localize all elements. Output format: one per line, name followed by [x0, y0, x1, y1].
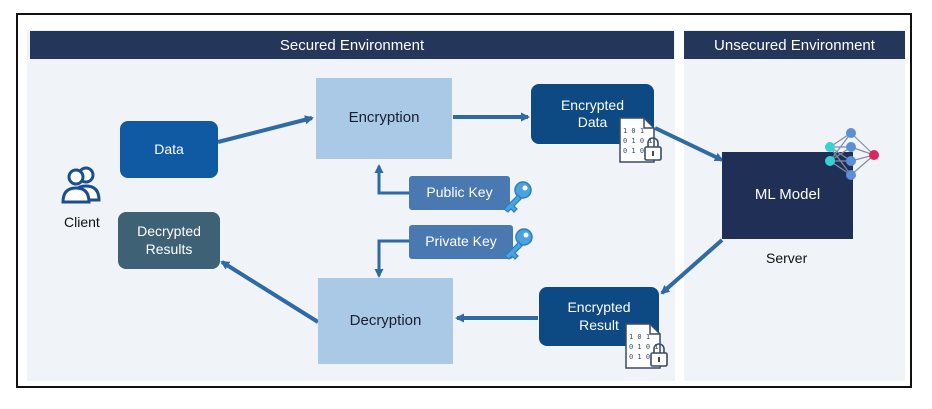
binary-row3: 0 1 0 1: [623, 147, 653, 155]
encrypted-result-line1: Encrypted: [567, 299, 631, 315]
decrypted-line1: Decrypted: [137, 223, 201, 239]
arrow-decryption-to-decrypted: [220, 260, 320, 324]
encryption-label: Encryption: [348, 109, 420, 127]
binary-row2: 0 1 0 1: [623, 137, 653, 145]
key-icon: [503, 181, 532, 213]
client-label: Client: [64, 214, 100, 230]
data-node: Data: [120, 121, 218, 178]
secured-environment-title: Secured Environment: [279, 36, 425, 54]
decryption-node: Decryption: [318, 278, 453, 364]
private-key-label: Private Key: [425, 233, 497, 250]
encrypted-data-line2: Data: [577, 114, 608, 130]
document-lock-icon: 1 0 1 0 1 0 1 0 1 0 1: [625, 323, 668, 369]
key-icon: [504, 228, 533, 260]
users-icon: [61, 166, 101, 204]
binary-row3: 0 1 0 1: [629, 353, 659, 361]
binary-row1: 1 0 1: [623, 127, 644, 135]
decrypted-results-node: Decrypted Results: [118, 212, 220, 269]
unsecured-environment-header: Unsecured Environment: [684, 31, 905, 59]
encrypted-data-line1: Encrypted: [560, 96, 625, 113]
public-key-node: Public Key: [409, 176, 510, 210]
binary-row1: 1 0 1: [629, 333, 650, 341]
decryption-label: Decryption: [349, 311, 422, 329]
private-key-node: Private Key: [409, 225, 513, 259]
arrow-data-to-encryption: [217, 115, 314, 144]
arrow-model-to-encrypted-result: [660, 238, 724, 295]
lock-icon: [644, 137, 662, 161]
neural-network-icon: [825, 128, 879, 180]
binary-row2: 0 1 0 1: [629, 343, 659, 351]
server-label: Server: [766, 250, 808, 266]
ml-model-node: ML Model: [722, 152, 853, 239]
ml-model-label: ML Model: [754, 186, 821, 204]
connector-private-key: [374, 239, 409, 278]
secured-environment-header: Secured Environment: [30, 31, 674, 59]
connector-public-key: [374, 164, 409, 195]
arrow-encrypted-data-to-model: [654, 126, 724, 162]
encrypted-result-line2: Result: [579, 316, 619, 333]
lock-icon: [650, 343, 668, 367]
data-node-label: Data: [154, 140, 184, 157]
public-key-label: Public Key: [426, 184, 493, 201]
unsecured-environment-title: Unsecured Environment: [714, 36, 875, 54]
decrypted-line2: Results: [145, 240, 193, 257]
encryption-node: Encryption: [316, 78, 452, 159]
document-lock-icon: 1 0 1 0 1 0 1 0 1 0 1: [619, 117, 662, 163]
